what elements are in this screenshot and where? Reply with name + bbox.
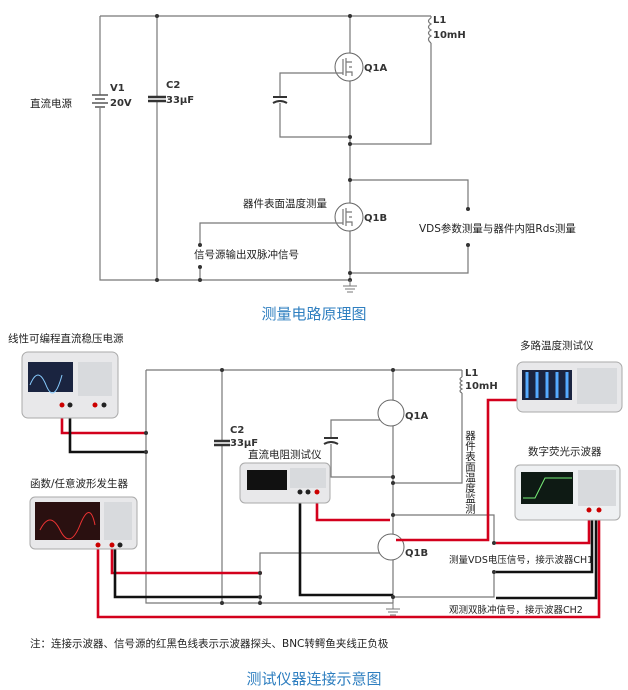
wire bbox=[99, 15, 432, 281]
temp-monitor-label: 器件表面温度监测 bbox=[464, 430, 476, 515]
wire bbox=[279, 72, 350, 138]
q1b-label: Q1B bbox=[405, 548, 428, 559]
temperature-meter-instrument bbox=[516, 361, 623, 413]
scope-label: 数字荧光示波器 bbox=[528, 445, 602, 458]
generator-label: 函数/任意波形发生器 bbox=[30, 477, 129, 490]
function-generator-instrument bbox=[29, 496, 138, 550]
ohm-meter-negative-wire bbox=[298, 492, 393, 597]
ch2-negative-wire bbox=[496, 510, 598, 600]
inductor-l1 bbox=[427, 17, 433, 44]
signal-label: 信号源输出双脉冲信号 bbox=[194, 248, 299, 261]
ohm-meter-instrument bbox=[239, 462, 331, 504]
l1-name: L1 bbox=[465, 368, 478, 379]
ohm-meter-label: 直流电阻测试仪 bbox=[248, 448, 322, 461]
l1-value: 10mH bbox=[465, 381, 498, 392]
connection-title: 测试仪器连接示意图 bbox=[246, 670, 381, 688]
junctions bbox=[155, 14, 470, 282]
battery-v1 bbox=[92, 94, 108, 108]
q1b-label: Q1B bbox=[364, 213, 387, 224]
ground-icon bbox=[343, 280, 357, 293]
ch1-positive-wire bbox=[496, 510, 591, 545]
note: 注：连接示波器、信号源的红黑色线表示示波器探头、BNC转鳄鱼夹线正负极 bbox=[30, 637, 389, 650]
q1a-label: Q1A bbox=[364, 63, 387, 74]
q1a-label: Q1A bbox=[405, 411, 428, 422]
v1-name: V1 bbox=[110, 83, 125, 94]
psu-negative-wire bbox=[68, 405, 146, 454]
psu-label: 线性可编程直流稳压电源 bbox=[8, 332, 124, 345]
c2-name: C2 bbox=[230, 425, 244, 436]
inductor-l1 bbox=[459, 376, 464, 394]
capacitor-c2 bbox=[148, 95, 166, 103]
schematic: 直流电源 V1 20V C2 33μF L1 10mH Q1A Q1B 器件表面… bbox=[30, 14, 576, 323]
mosfet-q1a-symbol bbox=[342, 58, 353, 76]
c2-value: 33μF bbox=[166, 95, 194, 106]
v1-value: 20V bbox=[110, 98, 132, 109]
capacitor-c2 bbox=[214, 439, 230, 447]
ch1-negative-wire bbox=[496, 510, 594, 574]
psu-instrument bbox=[21, 351, 119, 419]
ground-icon bbox=[386, 603, 400, 616]
mosfet-q1b bbox=[377, 533, 405, 561]
temp-probe-wire bbox=[396, 398, 522, 542]
ch1-label: 测量VDS电压信号，接示波器CH1 bbox=[449, 554, 593, 566]
wire bbox=[199, 179, 469, 280]
schematic-title: 测量电路原理图 bbox=[261, 305, 366, 323]
ch2-label: 观测双脉冲信号，接示波器CH2 bbox=[449, 604, 583, 616]
connection-diagram: 线性可编程直流稳压电源 多路温度测试仪 函数/任意波形发生器 直流电阻测试仪 数… bbox=[8, 332, 623, 688]
generator-ch2-wire bbox=[96, 510, 601, 619]
vds-label: VDS参数测量与器件内阻Rds测量 bbox=[419, 222, 576, 235]
generator-positive-wire bbox=[110, 545, 262, 575]
mosfet-q1b-symbol bbox=[342, 208, 353, 226]
l1-name: L1 bbox=[433, 15, 446, 26]
temp-label: 器件表面温度测量 bbox=[243, 197, 327, 210]
c2-name: C2 bbox=[166, 80, 180, 91]
junctions bbox=[144, 368, 496, 605]
c2-value: 33μF bbox=[230, 438, 258, 449]
wire bbox=[145, 369, 495, 604]
mosfet-q1a bbox=[377, 399, 405, 427]
dc-source-label: 直流电源 bbox=[30, 97, 72, 110]
gate-capacitor bbox=[323, 437, 339, 445]
temp-meter-label: 多路温度测试仪 bbox=[520, 339, 594, 352]
generator-negative-wire bbox=[113, 545, 260, 599]
gate-capacitor bbox=[272, 96, 288, 104]
oscilloscope-instrument bbox=[514, 464, 621, 521]
l1-value: 10mH bbox=[433, 30, 466, 41]
